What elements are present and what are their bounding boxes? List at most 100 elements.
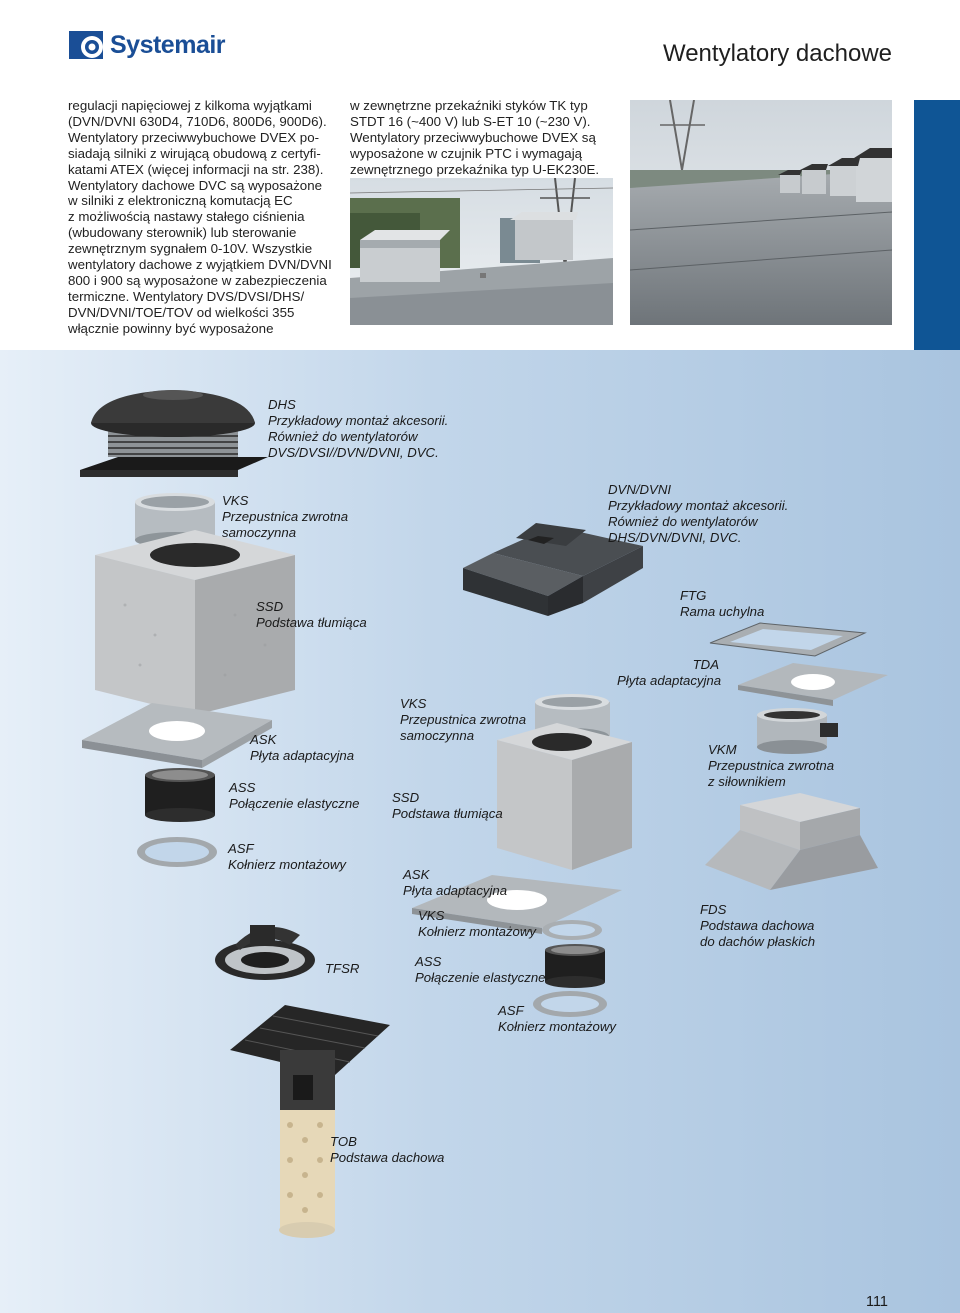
label-line: FTG xyxy=(680,588,707,603)
label-asf-mid: ASF Kołnierz montażowy xyxy=(498,1003,616,1035)
intro-column-1: regulacji napięciowej z kilkoma wyjątkam… xyxy=(68,98,336,337)
label-ask-left: ASK Płyta adaptacyjna xyxy=(250,732,354,764)
label-tob: TOB Podstawa dachowa xyxy=(330,1134,444,1166)
label-line: Również do wentylatorów xyxy=(268,428,418,444)
label-ass-mid: ASS Połączenie elastyczne xyxy=(415,954,545,986)
text-line: regulacji napięciowej z kilkoma wyjątkam… xyxy=(68,98,312,113)
label-line: DVS/DVSI//DVN/DVNI, DVC. xyxy=(268,444,439,460)
text-line: wentylatory dachowe z wyjątkiem DVN/DVNI xyxy=(68,257,332,273)
text-line: 800 i 900 są wyposażone w zabezpieczenia xyxy=(68,272,327,288)
label-line: Podstawa dachowa xyxy=(330,1149,445,1165)
label-line: Przepustnica zwrotna xyxy=(400,711,527,727)
label-vks-flange: VKS Kołnierz montażowy xyxy=(418,908,536,940)
label-line: VKS xyxy=(400,696,427,711)
asf-flange-image xyxy=(533,991,607,1017)
asf-flange-image xyxy=(137,837,217,867)
label-line: ASF xyxy=(498,1003,524,1018)
label-vks-left: VKS Przepustnica zwrotna samoczynna xyxy=(222,493,348,541)
text-line: zewnętrznym sygnałem 0-10V. Wszystkie xyxy=(68,241,313,257)
label-line: FDS xyxy=(700,902,727,917)
flat-roof-fans-photo xyxy=(630,100,892,325)
ass-connection-image xyxy=(545,944,605,988)
text-line: (DVN/DVNI 630D4, 710D6, 800D6, 900D6). xyxy=(68,113,327,129)
label-line: Przepustnica zwrotna xyxy=(708,757,835,773)
label-line: Podstawa tłumiąca xyxy=(392,805,503,821)
text-line: siadają silniki z wirującą obudową z cer… xyxy=(68,145,321,161)
label-line: SSD xyxy=(256,599,284,614)
label-line: ASS xyxy=(415,954,442,969)
label-line: ASK xyxy=(250,732,277,747)
text-line: Wentylatory dachowe DVC są wyposażone xyxy=(68,177,322,193)
label-line: do dachów płaskich xyxy=(700,933,816,949)
label-line: Połączenie elastyczne xyxy=(415,969,546,985)
page-title: Wentylatory dachowe xyxy=(662,40,892,67)
label-line: VKM xyxy=(708,742,737,757)
label-vks-mid: VKS Przepustnica zwrotna samoczynna xyxy=(400,696,526,744)
text-line: Wentylatory przeciwwybuchowe DVEX są xyxy=(350,129,596,145)
text-line: DVN/DVNI/TOE/TOV od wielkości 355 xyxy=(68,304,295,320)
label-dhs: DHS Przykładowy montaż akcesorii. Równie… xyxy=(268,397,448,461)
label-tda: TDA Płyta adaptacyjna xyxy=(617,657,721,689)
dvn-fan-image xyxy=(463,523,643,616)
label-line: Przykładowy montaż akcesorii. xyxy=(608,497,789,513)
label-line: TOB xyxy=(330,1134,357,1149)
label-line: Przepustnica zwrotna xyxy=(222,508,349,524)
label-line: VKS xyxy=(222,493,249,508)
label-line: Płyta adaptacyjna xyxy=(250,747,355,763)
label-vkm: VKM Przepustnica zwrotna z siłownikiem xyxy=(708,742,834,790)
label-line: DHS xyxy=(268,397,296,412)
ass-connection-image xyxy=(145,768,215,822)
label-line: ASF xyxy=(228,841,254,856)
ftg-frame-image xyxy=(709,622,867,657)
label-line: Połączenie elastyczne xyxy=(229,795,360,811)
label-line: DVN/DVNI xyxy=(608,482,672,497)
label-line: Kołnierz montażowy xyxy=(228,856,347,872)
tda-plate-image xyxy=(738,663,888,706)
label-ssd-mid: SSD Podstawa tłumiąca xyxy=(392,790,503,822)
label-ftg: FTG Rama uchylna xyxy=(680,588,764,620)
label-ass-left: ASS Połączenie elastyczne xyxy=(229,780,359,812)
text-line: zewnętrznego przekaźnika typ U-EK230E. xyxy=(350,161,600,177)
label-line: Kołnierz montażowy xyxy=(418,923,537,939)
ask-plate-image xyxy=(82,703,272,768)
label-line: DHS/DVN/DVNI, DVC. xyxy=(608,529,742,545)
ssd-base-image xyxy=(95,530,295,715)
rooftop-fans-photo xyxy=(350,178,613,325)
text-line: termiczne. Wentylatory DVS/DVSI/DHS/ xyxy=(68,288,305,304)
label-line: Rama uchylna xyxy=(680,603,765,619)
label-ask-mid: ASK Płyta adaptacyjna xyxy=(403,867,507,899)
text-line: w zewnętrzne przekaźniki styków TK typ xyxy=(350,98,588,113)
ssd-base-image xyxy=(497,723,632,870)
ask-plate-image xyxy=(412,875,622,934)
label-line: Podstawa dachowa xyxy=(700,917,815,933)
fds-roof-base-image xyxy=(705,793,878,890)
brand-name: Systemair xyxy=(110,30,226,59)
label-line: TDA xyxy=(692,657,719,672)
label-line: ASK xyxy=(403,867,430,882)
label-line: SSD xyxy=(392,790,420,805)
intro-column-2: w zewnętrzne przekaźniki styków TK typ S… xyxy=(350,98,612,178)
section-tab xyxy=(914,100,960,393)
label-line: Również do wentylatorów xyxy=(608,513,758,529)
label-asf-left: ASF Kołnierz montażowy xyxy=(228,841,346,873)
text-line: Wentylatory przeciwwybuchowe DVEX po- xyxy=(68,129,320,145)
label-line: samoczynna xyxy=(400,727,475,743)
dhs-fan-image xyxy=(80,390,268,477)
label-line: TFSR xyxy=(325,961,360,976)
label-line: Kołnierz montażowy xyxy=(498,1018,617,1034)
text-line: katami ATEX (więcej informacji na str. 2… xyxy=(68,161,324,177)
label-line: Przykładowy montaż akcesorii. xyxy=(268,412,449,428)
text-line: z możliwością nastawy stałego ciśnienia xyxy=(68,209,305,225)
label-dvn: DVN/DVNI Przykładowy montaż akcesorii. R… xyxy=(608,482,788,546)
label-line: z siłownikiem xyxy=(708,773,786,789)
label-line: samoczynna xyxy=(222,524,297,540)
label-line: ASS xyxy=(229,780,256,795)
brand-logo: Systemair xyxy=(68,28,226,62)
label-line: Podstawa tłumiąca xyxy=(256,614,367,630)
vks-flange-image xyxy=(542,920,602,940)
label-line: Płyta adaptacyjna xyxy=(403,882,508,898)
label-line: VKS xyxy=(418,908,445,923)
text-line: w silniki z elektroniczną komutacją EC xyxy=(68,193,293,209)
label-tfsr: TFSR xyxy=(325,961,359,977)
tfsr-image xyxy=(215,925,315,980)
